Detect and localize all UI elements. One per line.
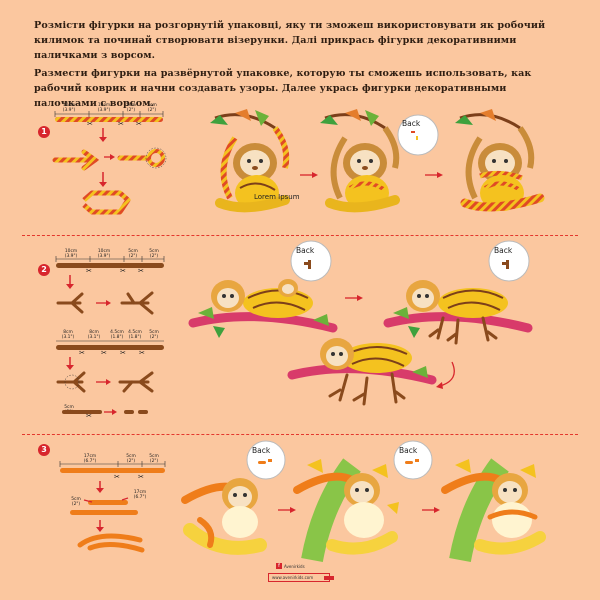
back-label: Back <box>402 119 421 128</box>
instruction-text-ukrainian: Розмісти фігурки на розгорнутій упаковці… <box>34 20 546 61</box>
svg-text:✂: ✂ <box>101 349 107 357</box>
back-label: Back <box>296 246 315 255</box>
footer-website-box[interactable]: www.avenirkids.com <box>268 573 330 582</box>
svg-text:✂: ✂ <box>79 349 85 357</box>
arrow-icon <box>278 507 296 513</box>
measure-label: 5cm(2") <box>149 330 159 340</box>
step1-sloth-illustration-1 <box>210 109 290 213</box>
step2-sloth-illustration-1 <box>188 279 338 338</box>
brand-logo <box>324 576 334 580</box>
measure-label: 5cm(2") <box>126 454 136 464</box>
back-view-circle <box>290 240 332 282</box>
measure-label: 5cm(2") <box>128 249 138 259</box>
svg-text:✂: ✂ <box>138 267 144 275</box>
svg-text:✂: ✂ <box>136 120 142 128</box>
measure-label: 10cm(3.9") <box>64 249 78 259</box>
step1-sloth-illustration-3 <box>455 109 545 212</box>
arrow-icon <box>345 295 363 301</box>
measure-label: 17cm(6.7") <box>133 490 147 500</box>
svg-text:✂: ✂ <box>118 120 124 128</box>
measure-label: 5cm(2") <box>147 103 157 113</box>
step3-sloth-illustration-3 <box>441 458 546 563</box>
step2-sloth-illustration-2 <box>383 280 533 345</box>
arrow-icon <box>425 172 443 178</box>
back-label: Back <box>399 446 418 455</box>
arrow-icon <box>422 507 440 513</box>
step3-sloth-illustration-1 <box>181 478 267 555</box>
measure-label: 10cm(3.9") <box>97 103 111 113</box>
footer-social-name[interactable]: Avenirkids <box>284 564 305 569</box>
step2-sloth-illustration-3 <box>287 338 437 406</box>
measure-label: 5cm(2") <box>126 103 136 113</box>
instruction-text-russian: Размести фигурки на развёрнутой упаковке… <box>34 68 532 109</box>
step-number-1: 1 <box>38 126 50 138</box>
measure-label: 4.5cm(1.8") <box>110 330 124 340</box>
svg-text:✂: ✂ <box>86 412 92 420</box>
svg-text:✂: ✂ <box>114 473 120 481</box>
footer-website: www.avenirkids.com <box>272 575 314 580</box>
measure-label: 8cm(3.1") <box>61 330 75 340</box>
measure-label: 5cm(2") <box>149 454 159 464</box>
section-divider <box>22 434 578 435</box>
svg-text:✂: ✂ <box>87 120 93 128</box>
back-view-circle <box>393 440 433 480</box>
back-view-circle <box>397 114 439 156</box>
measure-label: 17cm(6.7") <box>83 454 97 464</box>
svg-text:✂: ✂ <box>86 267 92 275</box>
back-label: Back <box>252 446 271 455</box>
measure-label: 4.5cm(1.8") <box>128 330 142 340</box>
svg-text:✂: ✂ <box>120 349 126 357</box>
measure-label: 10cm(3.9") <box>97 249 111 259</box>
svg-text:✂: ✂ <box>138 473 144 481</box>
arrow-icon <box>300 172 318 178</box>
step3-sloth-illustration-2 <box>293 458 399 563</box>
back-label: Back <box>494 246 513 255</box>
measure-label: 8cm(3.1") <box>87 330 101 340</box>
step-number-2: 2 <box>38 264 50 276</box>
facebook-icon[interactable]: f <box>276 563 282 569</box>
back-view-circle <box>488 240 530 282</box>
measure-label: 5cm(2") <box>71 497 81 507</box>
svg-text:✂: ✂ <box>120 267 126 275</box>
back-view-circle <box>246 440 286 480</box>
svg-text:✂: ✂ <box>139 349 145 357</box>
section-divider <box>22 235 578 236</box>
measure-label: 5cm(2") <box>149 249 159 259</box>
curved-arrow-icon <box>436 361 455 389</box>
step1-sloth-illustration-2 <box>320 109 400 213</box>
illustration-caption: Lorem Ipsum <box>254 193 300 201</box>
step-number-3: 3 <box>38 444 50 456</box>
measure-label: 10cm(3.9") <box>62 103 76 113</box>
